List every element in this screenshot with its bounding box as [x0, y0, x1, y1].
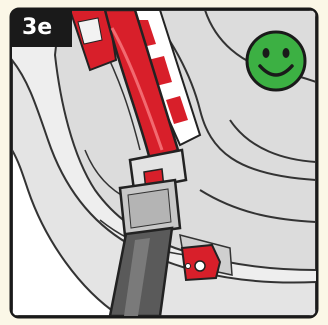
step-label: 3e: [12, 9, 72, 47]
smiley-icon: [247, 32, 305, 90]
